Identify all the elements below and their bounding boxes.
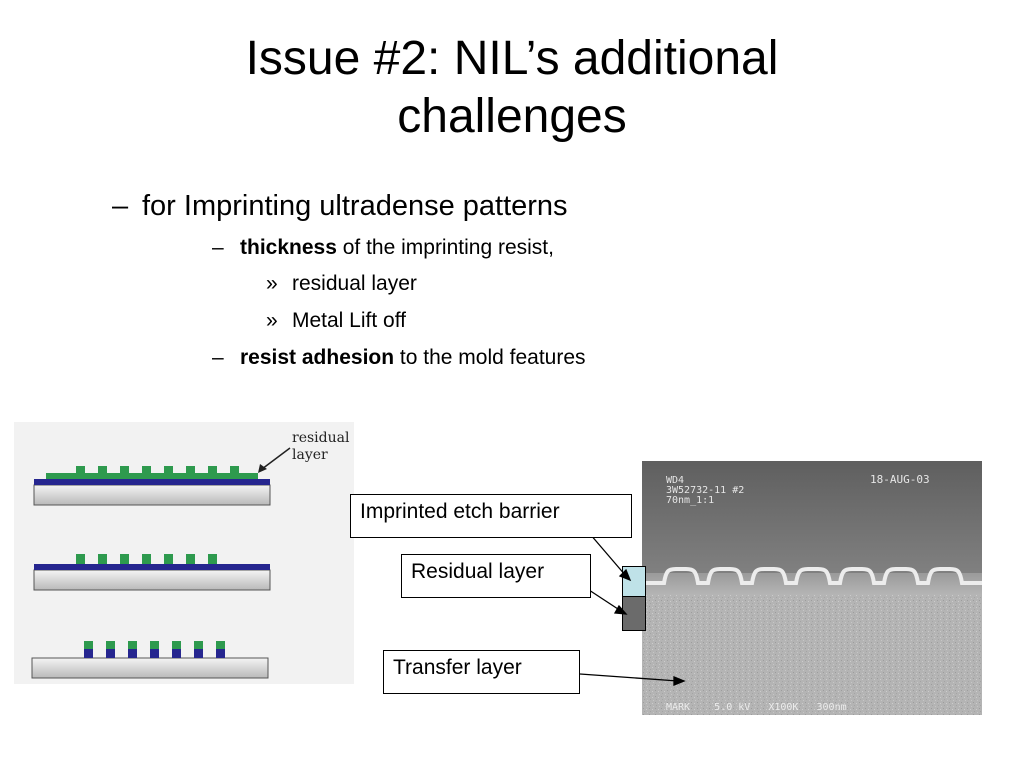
sem-micrograph: WD4 3W52732-11 #2 70nm_1:1 18-AUG-03 MAR… (642, 461, 982, 715)
imprint-process-diagram: residual layer (14, 422, 354, 684)
sem-header-line-2: 3W52732-11 #2 (666, 485, 744, 496)
callout-imprinted-etch-barrier: Imprinted etch barrier (350, 494, 632, 538)
sub-bullet-marker: » (266, 272, 278, 295)
bullet-thickness: –thickness of the imprinting resist, (212, 236, 554, 260)
residual-pointer-arrow (258, 447, 291, 473)
sem-date: 18-AUG-03 (870, 473, 930, 486)
bullet-text: of the imprinting resist, (336, 236, 554, 259)
bullet-dash: – (212, 236, 224, 259)
transfer-layer (34, 479, 270, 485)
residual-label-line-2: layer (292, 447, 328, 463)
arrowhead-residual-layer (613, 604, 628, 615)
stage-1-residual-layer (33, 466, 271, 506)
bullet-bold-text: thickness (240, 236, 337, 259)
sem-imprinted-ridges (642, 567, 982, 585)
diagram-background (14, 422, 354, 684)
bullet-dash: – (112, 190, 129, 222)
stage-3-pattern-transferred (31, 641, 269, 679)
resist-features (76, 554, 217, 564)
arrowhead-transfer-layer (673, 676, 686, 686)
arrow-residual-layer (588, 589, 622, 612)
bullet-dash: – (212, 346, 224, 369)
sub-bullet-text: residual layer (292, 272, 417, 295)
arrow-etch-barrier (589, 533, 627, 577)
sem-residual-region (642, 573, 982, 595)
bullet-bold-text: resist adhesion (240, 346, 395, 369)
slide-title-line-2: challenges (397, 90, 627, 143)
sem-header-line-1: WD4 (666, 475, 684, 486)
sub-bullet-residual-layer: » residual layer (266, 272, 417, 296)
slide-title-line-1: Issue #2: NIL’s additional (245, 32, 779, 85)
stage-2-residual-removed (33, 554, 271, 591)
callout-transfer-layer: Transfer layer (383, 650, 580, 694)
arrowhead-etch-barrier (618, 568, 632, 582)
callout-residual-layer: Residual layer (401, 554, 591, 598)
residual-resist-layer (46, 473, 258, 479)
sem-transfer-region (642, 591, 982, 715)
etched-features (84, 641, 225, 658)
sem-footer: MARK 5.0 kV X100K 300nm (666, 702, 847, 713)
sub-bullet-marker: » (266, 309, 278, 332)
bullet-level1: –for Imprinting ultradense patterns (112, 190, 568, 223)
transfer-layer (34, 564, 270, 570)
resist-features (76, 466, 239, 473)
sem-header-line-3: 70nm_1:1 (666, 495, 714, 506)
sub-bullet-metal-lift-off: » Metal Lift off (266, 309, 406, 333)
bullet-resist-adhesion: –resist adhesion to the mold features (212, 346, 586, 370)
arrow-transfer-layer (579, 673, 679, 682)
residual-label-line-1: residual (292, 430, 350, 446)
bullet-text: to the mold features (394, 346, 586, 369)
sub-bullet-text: Metal Lift off (292, 309, 407, 332)
bullet-text: for Imprinting ultradense patterns (142, 190, 568, 222)
slide-title: Issue #2: NIL’s additional challenges (0, 30, 1024, 146)
